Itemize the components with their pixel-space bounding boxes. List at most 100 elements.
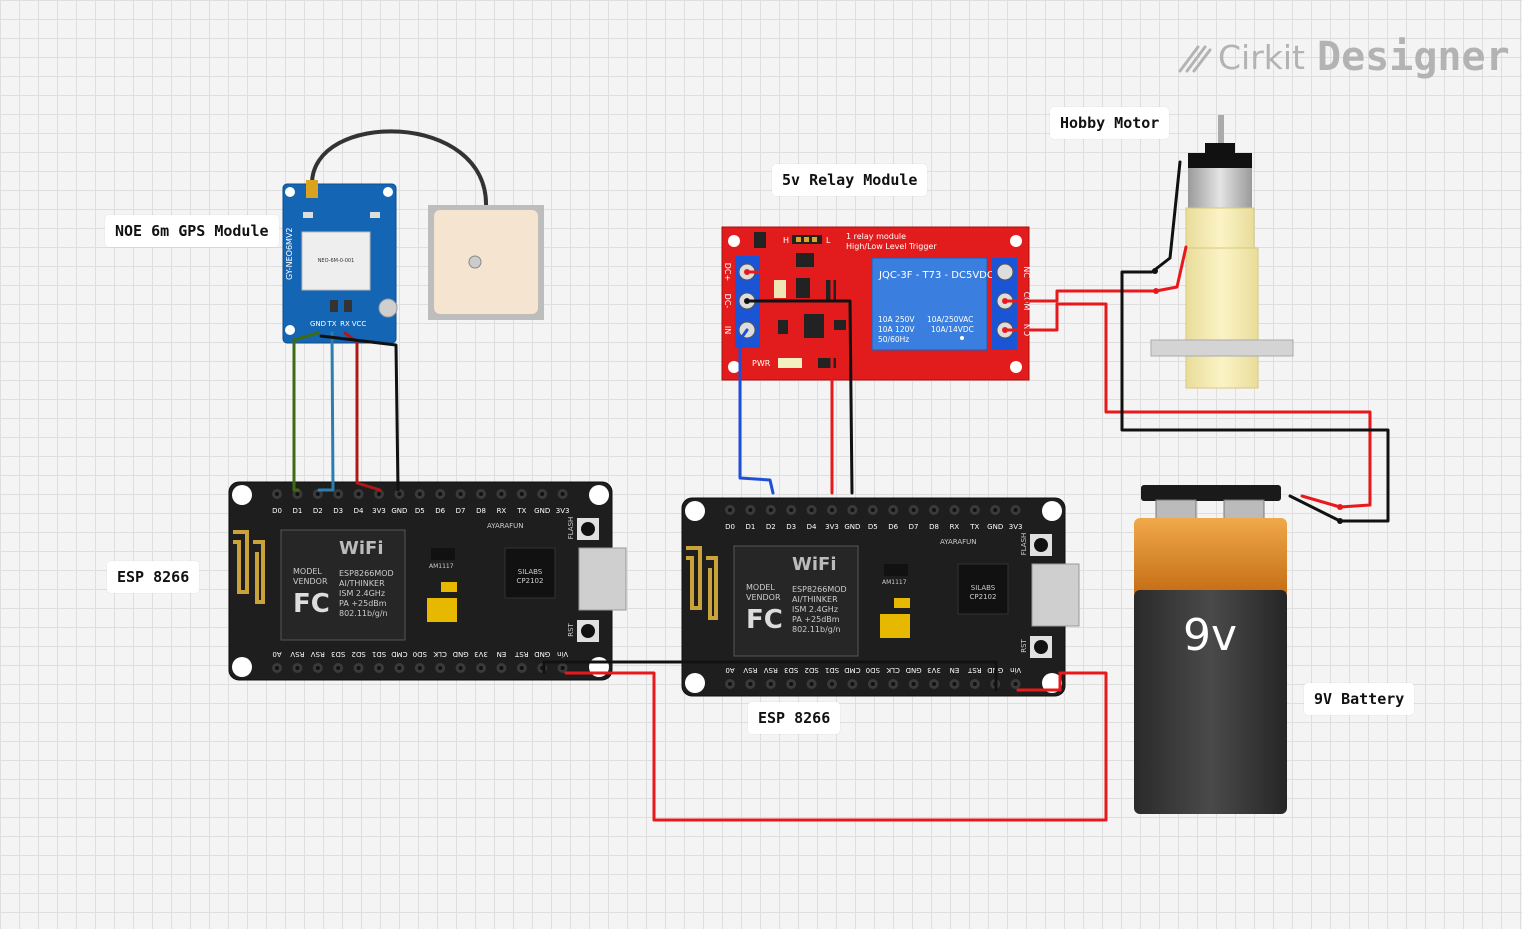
label-relay[interactable]: 5v Relay Module <box>772 164 928 196</box>
label-esp-left[interactable]: ESP 8266 <box>107 561 200 593</box>
esp-mount-hole <box>232 657 252 677</box>
esp-header-pin-hole <box>870 682 875 686</box>
esp-regulator-label: AM1117 <box>429 563 454 570</box>
esp-header-pin-hole <box>458 492 463 496</box>
esp-flash-button-cap <box>581 522 595 536</box>
brand-logo: Cirkit Designer <box>1176 34 1510 80</box>
esp-header-pin-hole <box>891 682 896 686</box>
gps-model-label: GY-NEO6MV2 <box>285 227 294 280</box>
esp-top-pin-label: D3 <box>786 523 796 531</box>
relay-pin-dcminus: DC- <box>723 294 732 309</box>
esp-top-pin-label: GND <box>987 523 1003 531</box>
esp-header-pin-hole <box>728 508 732 512</box>
gps-module[interactable]: NEO-6M-0-001 GY-NEO6MV2 GND TX RX VCC <box>282 129 544 344</box>
esp-header-pin-hole <box>519 666 524 670</box>
esp-module-line: PA +25dBm <box>792 615 840 624</box>
esp-top-pin-label: D6 <box>435 507 445 515</box>
esp-header-pin-hole <box>830 508 834 512</box>
esp-fc-logo: FC <box>746 605 783 635</box>
esp-top-pin-label: D5 <box>868 523 878 531</box>
relay-pin-in: IN <box>723 326 732 334</box>
esp-maker-label: AYARAFUN <box>940 538 977 546</box>
hobby-motor[interactable] <box>1150 115 1294 389</box>
esp-top-pin-label: GND <box>534 507 550 515</box>
wire-endpoints <box>744 268 1343 524</box>
esp-header-pin-hole <box>356 492 361 496</box>
wire-gps-gnd-d1 <box>292 331 320 492</box>
esp-header-pin-hole <box>540 492 545 496</box>
esp-bottom-pin-label: RST <box>514 650 528 658</box>
esp-flash-button-cap <box>1034 538 1048 552</box>
label-battery[interactable]: 9V Battery <box>1304 683 1415 715</box>
esp-top-pin-label: D2 <box>766 523 776 531</box>
esp-reset-button-cap <box>581 624 595 638</box>
esp-top-pin-label: D2 <box>313 507 323 515</box>
esp-bottom-pin-label: SD1 <box>372 650 386 658</box>
esp-bottom-pin-label: SD3 <box>331 650 345 658</box>
esp-module-shield <box>280 529 406 641</box>
esp-bottom-pin-label: GND <box>534 650 550 658</box>
esp-bottom-pin-label: GND <box>906 666 922 674</box>
label-esp-right[interactable]: ESP 8266 <box>748 702 841 734</box>
esp-header-pin-hole <box>356 666 361 670</box>
esp-regulator <box>431 548 455 560</box>
esp-header-pin-hole <box>560 666 565 670</box>
label-motor[interactable]: Hobby Motor <box>1050 107 1170 139</box>
relay-pwr-led <box>778 358 802 368</box>
relay-pin-dcplus: DC+ <box>723 263 732 281</box>
esp-bottom-pin-label: Vin <box>557 650 568 658</box>
esp-bottom-pin-label: CLK <box>886 666 900 674</box>
esp-flash-label: FLASH <box>1020 533 1028 556</box>
esp-bottom-pin-label: A0 <box>725 666 734 674</box>
esp-usb-chip-label-2: CP2102 <box>970 593 997 601</box>
esp-bottom-pin-label: RST <box>967 666 981 674</box>
esp-top-pin-label: D1 <box>292 507 302 515</box>
wire-relay-com-battery <box>1003 245 1188 303</box>
relay-spec-left-3: 50/60Hz <box>878 335 909 344</box>
label-gps[interactable]: NOE 6m GPS Module <box>105 215 279 247</box>
esp-rst-label: RST <box>567 622 575 636</box>
esp-bottom-pin-label: SD2 <box>804 666 818 674</box>
wire-gps-vcc-gnd <box>319 334 400 492</box>
esp-header-pin-hole <box>809 508 814 512</box>
battery-9v[interactable]: 9v <box>1134 485 1287 814</box>
relay-module[interactable]: H L 1 relay module High/Low Level Trigge… <box>721 226 1031 381</box>
esp-header-pin-hole <box>1013 508 1018 512</box>
wire-esp-vin-link <box>564 671 1108 822</box>
esp-header-pin-hole <box>458 666 463 670</box>
wire-relay-dcminus-gnd <box>745 299 854 495</box>
esp-bottom-pin-label: CMD <box>391 650 407 658</box>
relay-spec-left-2: 10A 120V <box>878 325 915 334</box>
esp-module-line: AI/THINKER <box>792 595 838 604</box>
gps-chip-label: NEO-6M-0-001 <box>318 258 355 264</box>
battery-voltage-label: 9v <box>1183 610 1237 661</box>
esp-header-pin-hole <box>479 492 483 496</box>
esp-top-pin-label: TX <box>969 523 979 531</box>
esp-usb-chip-label-2: CP2102 <box>517 577 544 585</box>
esp-module-line: ISM 2.4GHz <box>339 589 385 598</box>
relay-title-1: 1 relay module <box>846 232 906 241</box>
esp-module-line: ESP8266MOD <box>339 569 394 578</box>
esp-header-pin-hole <box>499 666 504 670</box>
gps-pin-rx: RX <box>340 320 350 328</box>
esp-bottom-pin-label: SD0 <box>866 666 880 674</box>
esp-header-pin-hole <box>438 666 443 670</box>
esp-module-line: ISM 2.4GHz <box>792 605 838 614</box>
esp-header-pin-hole <box>336 666 341 670</box>
esp-top-pin-label: D1 <box>745 523 755 531</box>
esp-header-pin-hole <box>768 682 773 686</box>
relay-spec-right-1: 10A/250VAC <box>927 315 973 324</box>
esp-header-pin-hole <box>972 682 977 686</box>
gps-pin-gnd: GND <box>310 320 326 328</box>
esp-top-pin-label: D5 <box>415 507 425 515</box>
esp-header-pin-hole <box>789 508 794 512</box>
esp-mount-hole <box>1042 501 1062 521</box>
esp-module-line: AI/THINKER <box>339 579 385 588</box>
esp-bottom-pin-label: A0 <box>272 650 281 658</box>
esp-mount-hole <box>589 485 609 505</box>
esp-header-pin-hole <box>417 492 422 496</box>
esp-usb-chip-label-1: SILABS <box>518 568 543 576</box>
